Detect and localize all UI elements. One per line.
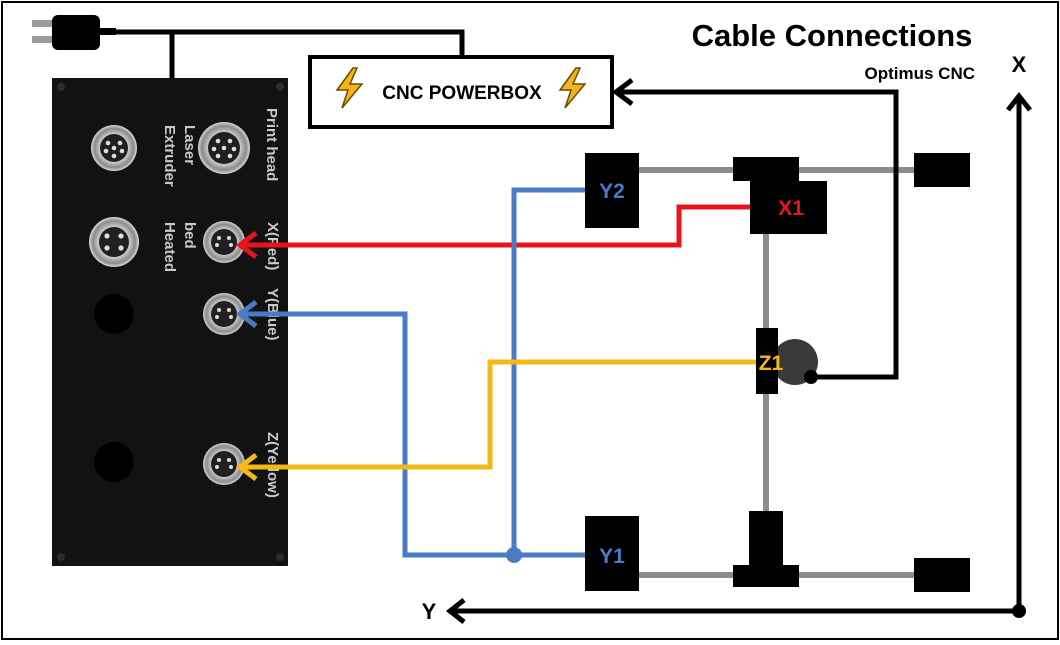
z-yellow-connector (203, 443, 245, 485)
screw (276, 553, 284, 561)
print-head-connector (198, 122, 250, 174)
power-cable (100, 29, 465, 78)
axis-origin (1012, 604, 1026, 618)
axis-arrows (445, 91, 1032, 624)
motor-label-x1: X1 (778, 197, 804, 220)
empty-port-hole (94, 442, 134, 482)
extruder-laser-connector (91, 125, 137, 171)
bottom-carriage-stem (749, 511, 783, 571)
cnc-powerbox: CNC POWERBOX (308, 55, 614, 129)
axis-label-y: Y (422, 599, 437, 624)
axis-label-x: X (1012, 52, 1027, 77)
y-blue-connector (203, 293, 245, 335)
print-head-cable (611, 78, 899, 384)
lightning-icon (335, 67, 364, 109)
bottom-end-block (914, 558, 970, 592)
diagram-title: Cable Connections (692, 18, 973, 53)
heated-bed-connector (89, 217, 139, 267)
diagram-subtitle: Optimus CNC (865, 64, 976, 83)
bottom-carriage-block (733, 565, 799, 587)
motor-x1: X1 (750, 181, 827, 234)
x-cable-red (235, 204, 750, 259)
screw (57, 83, 65, 91)
motor-label-y1: Y1 (599, 545, 625, 568)
empty-port-hole (94, 294, 134, 334)
motor-y1: Y1 (585, 516, 639, 591)
lightning-icon (558, 67, 587, 109)
screw (57, 553, 65, 561)
port-label-print-head: Print head (263, 108, 280, 181)
z-cable-yellow (235, 359, 756, 481)
screw (276, 83, 284, 91)
y-cable-junction (506, 547, 522, 563)
powerbox-label: CNC POWERBOX (382, 83, 542, 104)
motor-label-z1: Z1 (759, 352, 784, 375)
top-carriage-block (733, 157, 799, 181)
motor-label-y2: Y2 (599, 180, 625, 203)
motor-y2: Y2 (585, 153, 639, 228)
top-end-block (914, 153, 970, 187)
x-red-connector (203, 221, 245, 263)
gantry-blocks (733, 153, 970, 592)
y-cable-blue (235, 187, 585, 558)
